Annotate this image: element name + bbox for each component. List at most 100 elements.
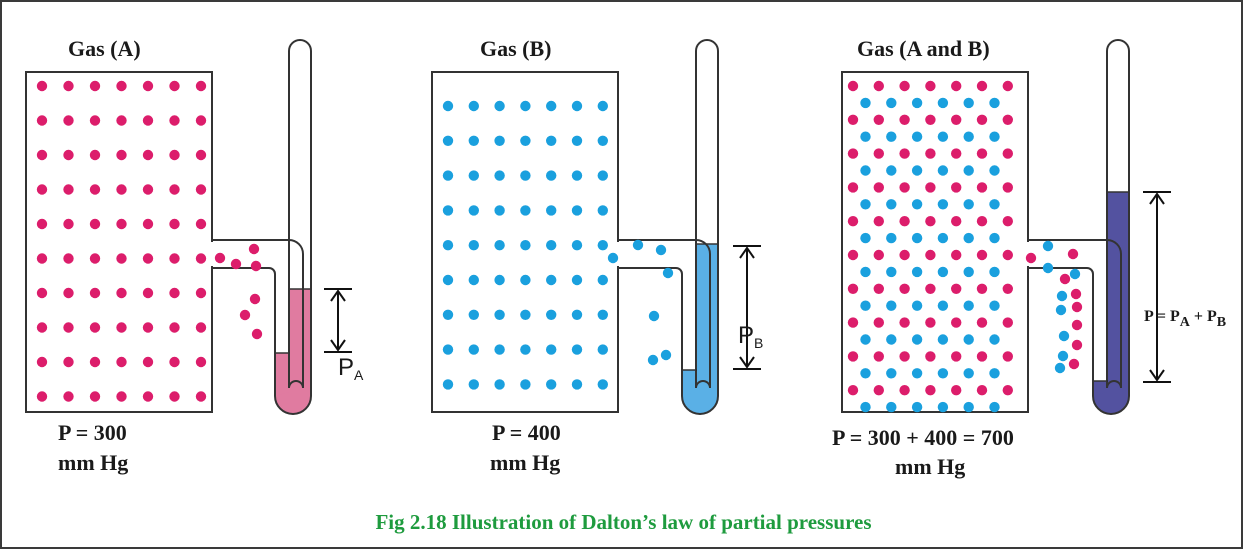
molecule-a	[899, 249, 910, 261]
molecule-a	[873, 182, 884, 193]
molecule-a	[195, 80, 207, 92]
molecule-b-tube	[647, 354, 659, 366]
molecule-b	[911, 334, 923, 345]
molecule-a	[873, 148, 884, 159]
molecule-a	[847, 216, 859, 227]
molecule-b	[520, 100, 531, 112]
panel-a-liquid-left	[275, 353, 289, 396]
molecule-b	[911, 232, 923, 244]
molecule-b	[963, 266, 974, 278]
molecule-b	[520, 344, 531, 355]
molecule-a	[116, 149, 127, 161]
molecule-mix-tube	[1057, 350, 1069, 362]
molecule-a	[63, 149, 74, 161]
molecule-a	[36, 287, 48, 299]
molecule-b	[597, 170, 608, 181]
molecule-a	[951, 283, 962, 294]
molecule-a	[169, 115, 180, 126]
molecule-a	[1002, 182, 1013, 193]
molecule-b	[886, 131, 897, 142]
pressure-arrows	[324, 191, 1171, 383]
molecule-b	[546, 170, 557, 181]
molecule-a	[847, 283, 859, 294]
panel-ab-liquid-bend	[1093, 392, 1129, 414]
molecule-a	[169, 287, 180, 299]
molecule-a	[63, 115, 74, 126]
panel-b-title: Gas (B)	[480, 36, 552, 61]
molecule-b	[468, 135, 479, 146]
panel-ab-pressure: P = 300 + 400 = 700	[832, 425, 1014, 450]
label-pb: PB	[738, 322, 764, 351]
molecule-mix-tube	[1067, 248, 1079, 260]
molecule-a	[976, 80, 988, 92]
molecule-a	[36, 218, 48, 230]
molecule-b	[937, 165, 949, 176]
molecule-a	[899, 385, 910, 396]
panel-a-pressure: P = 300	[58, 420, 127, 445]
molecule-mix-tube	[1069, 268, 1081, 280]
molecule-b	[963, 97, 974, 109]
molecule-mix-tube	[1056, 290, 1068, 302]
containers	[25, 39, 1130, 415]
molecule-a-tube	[214, 252, 226, 264]
molecule-a	[976, 283, 988, 294]
molecule-b	[520, 240, 531, 251]
panel-ab-liquid-right	[1107, 192, 1129, 396]
molecule-b	[860, 165, 871, 176]
panel-a-liquid	[275, 289, 311, 414]
molecule-a	[899, 182, 910, 193]
molecule-a-tube	[230, 258, 242, 270]
molecule-b	[571, 205, 583, 216]
molecule-b	[442, 344, 454, 355]
molecule-b-tube	[660, 349, 672, 361]
molecule-b-tube	[662, 267, 674, 279]
molecule-b	[886, 266, 897, 278]
molecule-a	[925, 80, 936, 92]
molecule-b	[937, 401, 949, 413]
molecule-a	[873, 317, 884, 328]
molecule-a	[36, 391, 48, 402]
molecule-a	[847, 182, 859, 193]
molecule-b	[468, 205, 479, 216]
molecule-a	[951, 249, 962, 261]
molecule-a	[899, 216, 910, 227]
molecule-a	[89, 253, 101, 264]
molecule-b	[597, 379, 608, 390]
molecule-a	[169, 184, 180, 195]
molecule-a	[169, 391, 180, 402]
molecule-b	[963, 165, 974, 176]
molecule-a	[116, 184, 127, 195]
molecule-a	[899, 148, 910, 159]
panel-a-liquid-right	[289, 289, 311, 396]
molecule-a	[976, 114, 988, 126]
molecule-a	[951, 148, 962, 159]
molecule-b	[468, 100, 479, 112]
molecule-b	[494, 135, 505, 146]
molecule-b	[571, 344, 583, 355]
molecule-mix-tube	[1042, 262, 1054, 274]
molecule-a	[951, 114, 962, 126]
molecule-a	[89, 115, 101, 126]
panel-b-pressure: P = 400	[492, 420, 561, 445]
molecule-mix-tube	[1070, 288, 1082, 300]
molecule-a	[195, 115, 207, 126]
molecule-b	[886, 300, 897, 311]
molecule-a	[873, 283, 884, 294]
molecule-b	[963, 199, 974, 210]
molecule-a	[89, 80, 101, 92]
molecule-b	[468, 344, 479, 355]
molecule-b	[963, 232, 974, 244]
molecule-b	[520, 135, 531, 146]
molecule-b	[494, 379, 505, 390]
label-pa: PA	[338, 354, 364, 383]
panel-a-unit: mm Hg	[58, 450, 129, 475]
molecule-b	[911, 300, 923, 311]
panel-b-liquid-left	[682, 370, 696, 396]
molecule-a	[1002, 80, 1013, 92]
arrow-pa	[324, 288, 352, 353]
molecule-a	[195, 322, 207, 333]
molecule-a	[169, 80, 180, 92]
molecule-b	[494, 309, 505, 320]
molecule-b	[860, 300, 871, 311]
molecule-b	[937, 300, 949, 311]
